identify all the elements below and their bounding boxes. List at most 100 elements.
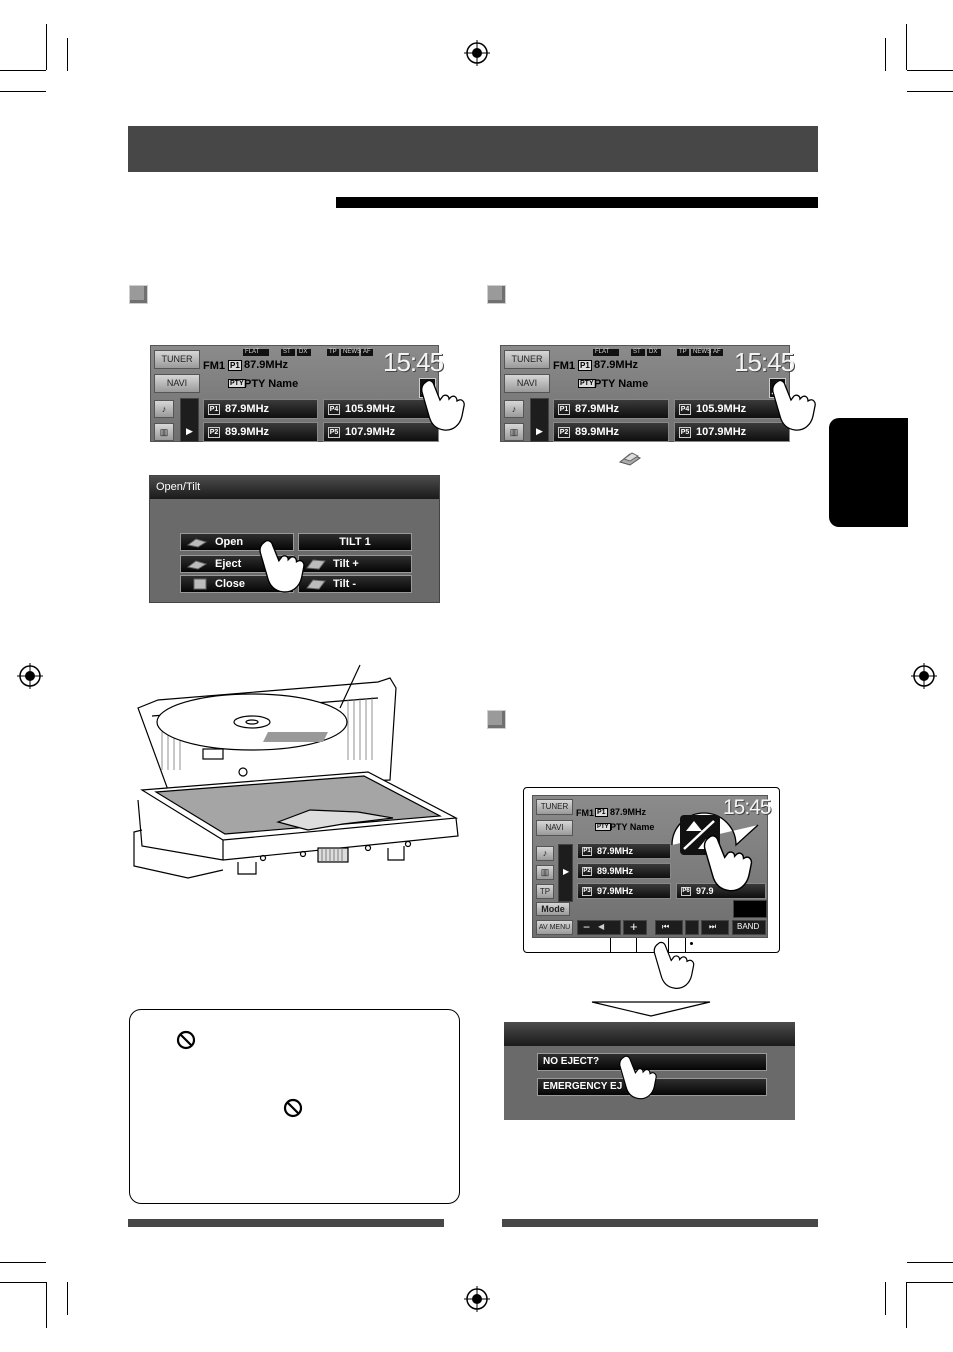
navi-button[interactable]: NAVI — [154, 374, 200, 393]
preset-number: P3 — [582, 887, 592, 897]
tilt-minus-button[interactable]: Tilt - — [298, 575, 412, 593]
crop-mark — [0, 91, 46, 92]
indicator-st: ST — [281, 349, 295, 356]
tilt1-button[interactable]: TILT 1 — [298, 533, 412, 551]
open-label: Open — [215, 536, 244, 548]
close-button[interactable]: Close — [180, 575, 294, 593]
reset-hole[interactable] — [690, 942, 693, 945]
equalizer-icon[interactable]: ▥ — [536, 865, 554, 880]
navi-button[interactable]: NAVI — [536, 820, 573, 836]
indicator-flat: FLAT — [593, 349, 619, 356]
mode-button[interactable]: Mode — [536, 902, 570, 916]
setup-icon[interactable]: ♪ — [536, 846, 554, 861]
disc-eject-icon — [618, 452, 642, 466]
preset-number: P5 — [679, 426, 691, 438]
crop-mark — [907, 70, 953, 71]
menu-expand-column[interactable]: ▶ — [530, 398, 549, 442]
preset-number: P1 — [228, 360, 242, 371]
eject-label: Eject — [215, 558, 242, 570]
crop-mark — [907, 1282, 953, 1283]
indicator-news: NEWS — [341, 349, 361, 356]
mute-button[interactable] — [685, 920, 699, 935]
tilt1-label: TILT 1 — [339, 536, 371, 548]
menu-expand-column[interactable]: ▶ — [180, 398, 199, 442]
preset-frequency: 107.9MHz — [696, 426, 747, 438]
prohibited-icon — [283, 1098, 303, 1118]
equalizer-icon[interactable]: ▥ — [154, 423, 174, 441]
preset-frequency: 87.9MHz — [575, 403, 620, 415]
bottom-rule — [128, 1219, 444, 1227]
pty-icon: PTY — [595, 823, 611, 831]
crop-mark — [906, 24, 907, 70]
pty-icon: PTY — [228, 379, 246, 388]
volume-up-button[interactable]: + — [623, 919, 647, 935]
preset-frequency: 89.9MHz — [575, 426, 620, 438]
band-button[interactable]: BAND — [732, 920, 766, 935]
registration-mark-icon — [17, 663, 43, 689]
preset-number: P4 — [679, 403, 691, 415]
hand-pointer-icon — [421, 379, 465, 431]
frequency: 87.9MHz — [610, 807, 647, 817]
tuner-button[interactable]: TUNER — [536, 799, 573, 815]
hand-pointer-icon — [259, 539, 305, 593]
av-menu-button[interactable]: AV MENU — [536, 920, 573, 935]
indicator-af: AF — [711, 349, 723, 356]
indicator-flat: FLAT — [243, 349, 269, 356]
frequency: 87.9MHz — [244, 359, 289, 371]
unit-front-frame — [523, 787, 780, 953]
prohibited-icon — [176, 1030, 196, 1050]
indicator-af: AF — [361, 349, 373, 356]
preset-frequency: 97.9MHz — [597, 886, 634, 896]
tilt-plus-button[interactable]: Tilt + — [298, 555, 412, 573]
eject-menu-title-bar — [504, 1022, 795, 1046]
reset-guide-line — [668, 938, 669, 953]
indicator-tp: TP — [677, 349, 689, 356]
band-label: FM1 — [203, 360, 225, 372]
preset-number: P1 — [595, 808, 608, 817]
close-icon — [193, 578, 207, 590]
indicator-news: NEWS — [691, 349, 711, 356]
setup-icon[interactable]: ♪ — [154, 400, 174, 418]
caution-note-frame — [129, 1009, 460, 1204]
preset-number: P2 — [582, 867, 592, 877]
no-eject-button[interactable]: NO EJECT? — [537, 1053, 767, 1071]
preset-button[interactable]: P3 97.9MHz — [577, 883, 671, 899]
tuner-button[interactable]: TUNER — [154, 350, 200, 369]
tilt-plus-label: Tilt + — [333, 558, 359, 570]
volume-down-button[interactable]: − — [583, 920, 591, 934]
crop-mark — [67, 38, 68, 71]
preset-frequency: 87.9MHz — [597, 846, 634, 856]
open-icon — [186, 538, 208, 548]
preset-button[interactable]: P5 107.9MHz — [674, 422, 790, 442]
preset-frequency: 87.9MHz — [225, 403, 270, 415]
indicator-st: ST — [631, 349, 645, 356]
tuner-button[interactable]: TUNER — [504, 350, 550, 369]
crop-mark — [0, 1262, 46, 1263]
hidden-panel — [733, 900, 767, 918]
next-track-button[interactable]: ⏭ — [701, 920, 729, 935]
equalizer-icon[interactable]: ▥ — [504, 423, 524, 441]
tp-button[interactable]: TP — [536, 884, 554, 899]
crop-mark — [885, 38, 886, 71]
preset-number: P5 — [328, 426, 340, 438]
clock: 15:45 — [383, 347, 444, 377]
step-marker — [487, 710, 506, 729]
navi-button[interactable]: NAVI — [504, 374, 550, 393]
setup-icon[interactable]: ♪ — [504, 400, 524, 418]
hand-pointer-icon — [703, 835, 753, 892]
preset-frequency: 105.9MHz — [345, 403, 396, 415]
reset-guide-line — [636, 938, 637, 953]
preset-number: P1 — [578, 360, 592, 371]
tilt-plus-icon — [306, 559, 326, 570]
previous-track-button[interactable]: ⏮ — [655, 920, 683, 935]
menu-expand-column[interactable]: ▶ — [558, 844, 573, 902]
pty-icon: PTY — [578, 379, 596, 388]
